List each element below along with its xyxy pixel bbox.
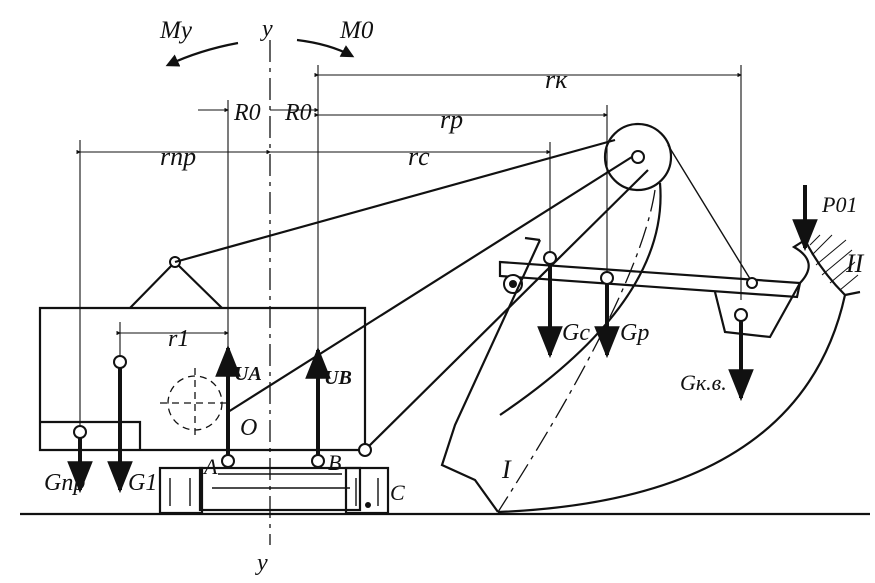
moment-m0-arrow [296, 38, 355, 58]
crawler-base [198, 466, 362, 512]
label-point-o: O [240, 415, 257, 441]
hoist-rope [667, 144, 753, 283]
a-frame [129, 260, 223, 309]
moment-my-label: My [159, 17, 193, 44]
axis-y-bottom-label: y [255, 550, 268, 576]
dipper-stick [498, 260, 802, 299]
label-position-ii: II [845, 249, 865, 278]
label-ua: UA [234, 363, 262, 385]
label-gc: Gс [562, 320, 590, 346]
label-point-b: B [328, 450, 341, 475]
boom-upper [227, 154, 636, 413]
label-gp: Gр [620, 320, 649, 346]
excavation-curve [497, 294, 847, 514]
label-point-a: A [202, 454, 218, 479]
moment-my-arrow [165, 41, 239, 67]
boom-stay [174, 138, 616, 264]
label-gpr: Gпр [44, 470, 85, 496]
bucket-position-ii [713, 282, 801, 339]
boom-point-sheave [603, 122, 673, 192]
label-r0-left: R0 [233, 100, 261, 126]
soil-hatch [809, 234, 859, 291]
label-g1: G1 [128, 470, 157, 496]
label-p01: P01 [821, 192, 857, 217]
label-rk: rк [545, 65, 568, 94]
label-point-c: C [390, 480, 405, 505]
label-gkv: Gк.в. [680, 370, 727, 395]
boom-lower [364, 169, 649, 451]
label-r1: r1 [168, 326, 189, 352]
label-r0-right: R0 [284, 100, 312, 126]
moment-m0-label: M0 [339, 17, 374, 44]
bucket-position-i [440, 239, 541, 513]
label-rpr: rпр [160, 142, 196, 171]
label-rp: rр [440, 105, 463, 134]
crawler-pad-left [158, 466, 204, 515]
label-ub: UB [324, 367, 352, 389]
label-position-i: I [501, 455, 512, 484]
label-rc: rс [408, 142, 430, 171]
axis-y-top-label: y [260, 16, 273, 42]
crawler-pad-right [344, 466, 390, 515]
